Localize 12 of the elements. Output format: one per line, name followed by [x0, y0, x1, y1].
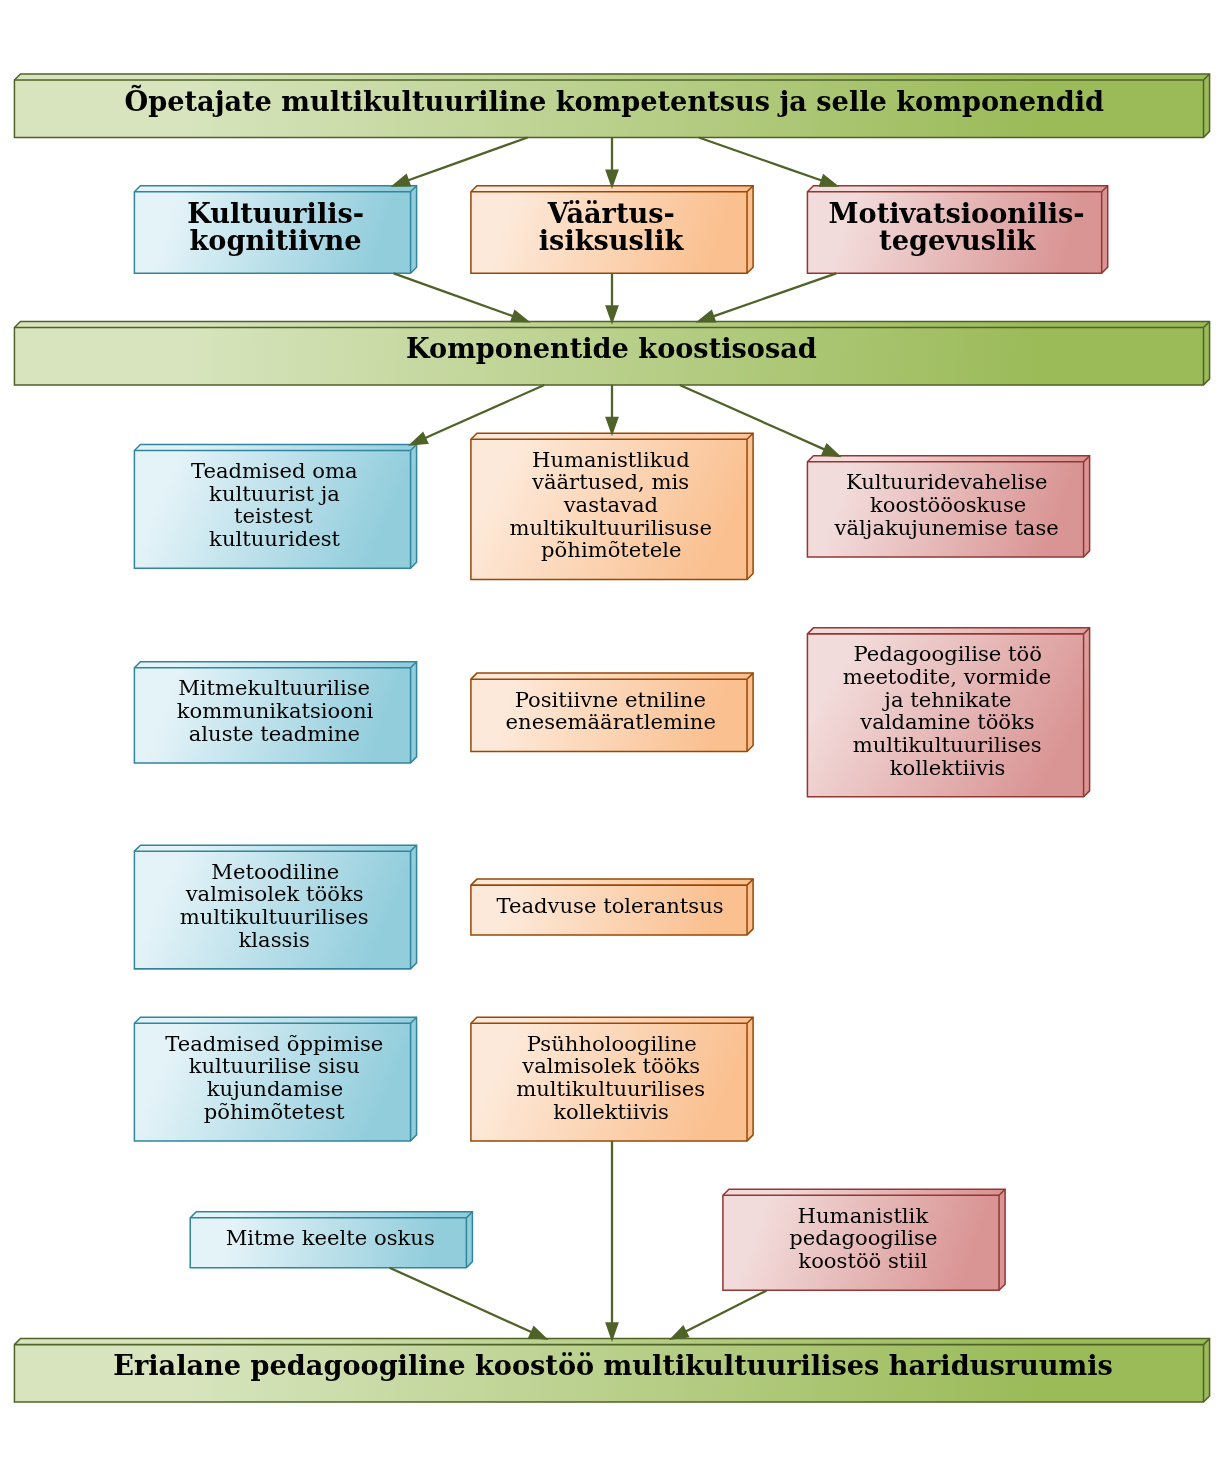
arrow — [389, 1266, 549, 1340]
arrow — [669, 1289, 768, 1340]
arrow — [695, 271, 837, 322]
arrow — [605, 273, 619, 325]
arrow — [393, 271, 531, 322]
arrow — [605, 137, 619, 189]
arrow — [698, 135, 840, 187]
arrow — [605, 384, 619, 436]
arrow — [408, 383, 545, 446]
arrow — [390, 135, 528, 187]
arrow — [679, 383, 842, 457]
arrow — [605, 1140, 619, 1342]
